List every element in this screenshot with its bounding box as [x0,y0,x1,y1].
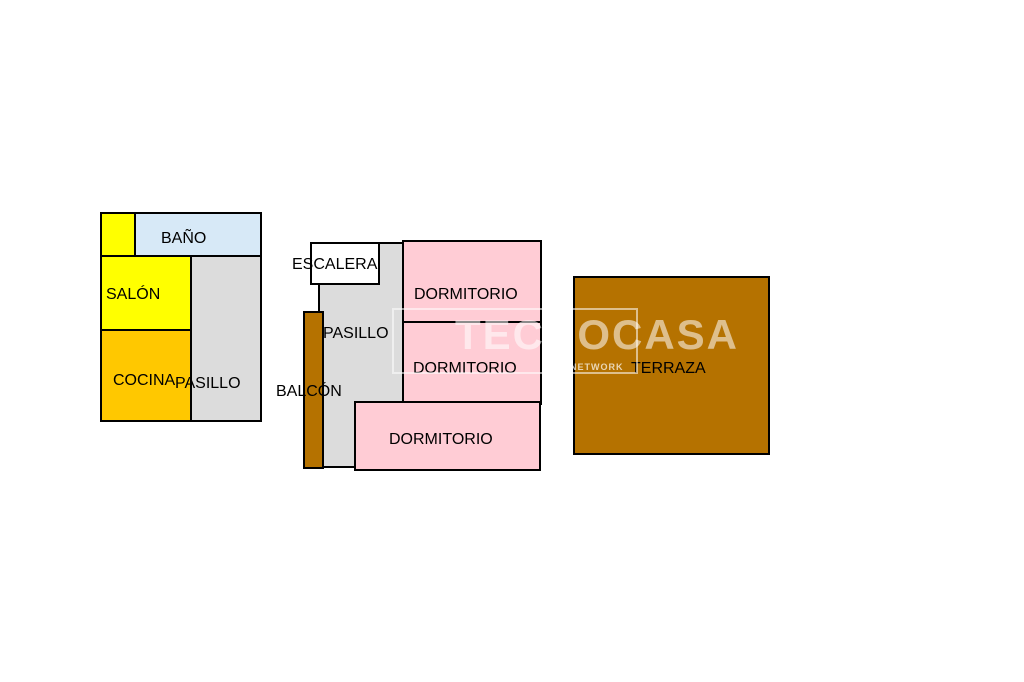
label-balcon: BALCÓN [276,383,342,400]
label-terraza: TERRAZA [631,360,706,377]
room-pasillo-left [190,255,262,422]
room-dormitorio-3 [354,401,541,471]
label-dormitorio-1: DORMITORIO [414,286,518,303]
room-terraza [573,276,770,455]
label-cocina: COCINA [113,372,176,389]
label-salon: SALÓN [106,286,161,303]
label-pasillo-center: PASILLO [323,325,389,342]
label-pasillo-left: PASILLO [175,375,241,392]
label-dormitorio-3: DORMITORIO [389,431,493,448]
label-bano: BAÑO [161,230,207,247]
room-balcon [303,311,324,469]
watermark-frame [392,308,638,374]
room-dormitorio-2 [402,321,542,405]
label-escalera: ESCALERA [292,256,378,273]
watermark-tagline: NETWORK [570,362,624,372]
room-salon [100,255,192,331]
room-escalera [310,242,380,285]
room-cocina [100,329,192,422]
watermark-logo: TECNOCASA [455,311,740,358]
small-storage-room [100,212,136,257]
